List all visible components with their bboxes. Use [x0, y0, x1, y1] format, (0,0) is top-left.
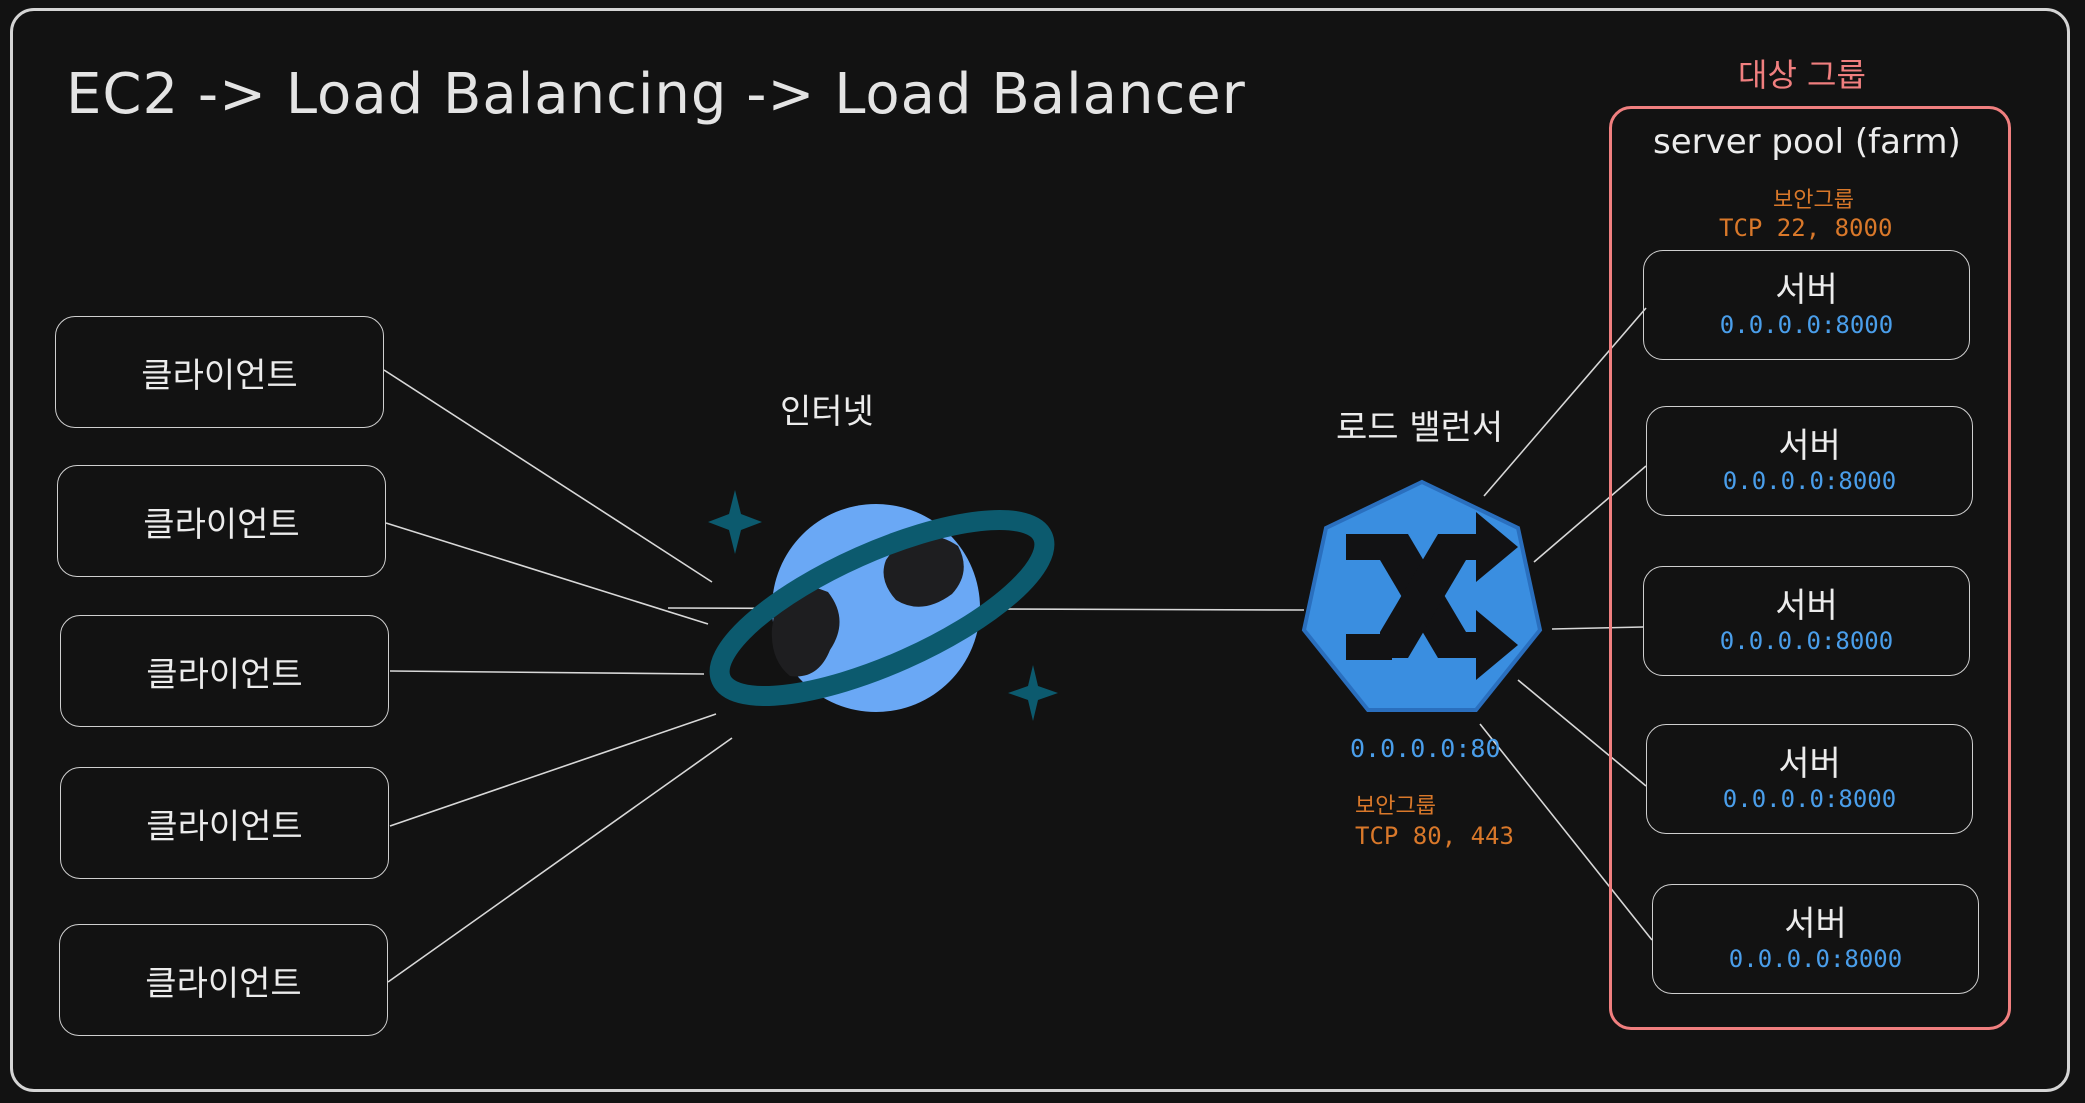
connector-server-2 — [1533, 465, 1647, 563]
server-box-2[interactable]: 서버 0.0.0.0:8000 — [1646, 406, 1973, 516]
server-label: 서버 — [1775, 270, 1838, 311]
client-box-2[interactable]: 클라이언트 — [57, 465, 386, 577]
target-group-container — [1609, 106, 2011, 1030]
diagram-title: EC2 -> Load Balancing -> Load Balancer — [66, 62, 1246, 127]
connector-client-5 — [387, 737, 733, 983]
server-address: 0.0.0.0:8000 — [1722, 466, 1897, 495]
connector-client-3 — [389, 670, 705, 675]
client-label: 클라이언트 — [146, 806, 303, 847]
target-group-security-group-rule: TCP 22, 8000 — [1719, 214, 1893, 242]
server-address: 0.0.0.0:8000 — [1722, 784, 1897, 813]
target-group-security-group-label: 보안그룹 — [1773, 188, 1854, 213]
globe-ring-icon[interactable] — [700, 480, 1060, 740]
server-label: 서버 — [1778, 744, 1841, 785]
shuffle-arrows-icon[interactable] — [1300, 476, 1544, 716]
server-box-3[interactable]: 서버 0.0.0.0:8000 — [1643, 566, 1970, 676]
client-box-3[interactable]: 클라이언트 — [60, 615, 389, 727]
server-address: 0.0.0.0:8000 — [1719, 310, 1894, 339]
connector-server-1 — [1483, 307, 1647, 497]
target-group-label: 대상 그룹 — [1738, 56, 1866, 94]
sparkle-icon — [1008, 665, 1058, 721]
load-balancer-security-group-rule: TCP 80, 443 — [1355, 822, 1514, 850]
server-label: 서버 — [1775, 586, 1838, 627]
server-box-1[interactable]: 서버 0.0.0.0:8000 — [1643, 250, 1970, 360]
connector-server-5 — [1479, 723, 1653, 941]
client-box-5[interactable]: 클라이언트 — [59, 924, 388, 1036]
client-label: 클라이언트 — [145, 963, 302, 1004]
server-box-4[interactable]: 서버 0.0.0.0:8000 — [1646, 724, 1973, 834]
server-pool-label: server pool (farm) — [1653, 122, 1961, 162]
canvas-frame — [10, 8, 2070, 1092]
server-address: 0.0.0.0:8000 — [1728, 944, 1903, 973]
sparkle-icon — [708, 490, 762, 554]
load-balancer-label: 로드 밸런서 — [1336, 408, 1504, 448]
load-balancer-address: 0.0.0.0:80 — [1350, 734, 1501, 763]
connector-client-1 — [383, 369, 713, 583]
client-box-4[interactable]: 클라이언트 — [60, 767, 389, 879]
internet-label: 인터넷 — [780, 392, 874, 432]
client-label: 클라이언트 — [141, 355, 298, 396]
load-balancer-security-group-label: 보안그룹 — [1355, 794, 1436, 819]
server-address: 0.0.0.0:8000 — [1719, 626, 1894, 655]
server-label: 서버 — [1778, 426, 1841, 467]
client-box-1[interactable]: 클라이언트 — [55, 316, 384, 428]
client-label: 클라이언트 — [146, 654, 303, 695]
connector-server-4 — [1517, 679, 1647, 787]
server-label: 서버 — [1784, 904, 1847, 945]
connector-client-2 — [385, 522, 709, 625]
client-label: 클라이언트 — [143, 504, 300, 545]
connector-server-3 — [1551, 626, 1644, 630]
server-box-5[interactable]: 서버 0.0.0.0:8000 — [1652, 884, 1979, 994]
connector-client-4 — [389, 713, 717, 827]
